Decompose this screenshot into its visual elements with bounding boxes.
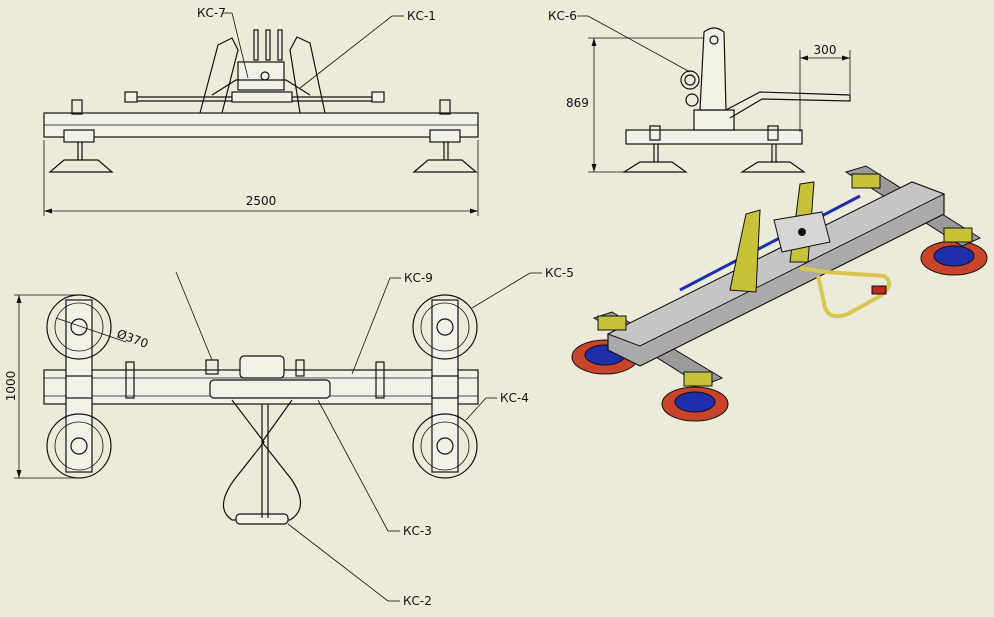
- callout-kc1: КС-1: [407, 9, 436, 23]
- dim-overall-length: 2500: [246, 194, 277, 208]
- callout-kc5: КС-5: [545, 266, 574, 280]
- isometric-view: [571, 165, 988, 422]
- side-view: [588, 27, 851, 173]
- callout-kc9: КС-9: [404, 271, 433, 285]
- callout-kc3: КС-3: [403, 524, 432, 538]
- callout-kc2: КС-2: [403, 594, 432, 608]
- callout-kc6: КС-6: [548, 9, 577, 23]
- dim-overall-width: 1000: [4, 371, 18, 402]
- dim-cup-diameter: Ø370: [115, 327, 150, 351]
- callout-kc4: КС-4: [500, 391, 529, 405]
- dim-handle-offset: 300: [814, 43, 837, 57]
- top-view: [14, 271, 479, 525]
- front-view: [43, 29, 479, 216]
- callout-kc7: КС-7: [197, 6, 226, 20]
- dim-height: 869: [566, 96, 589, 110]
